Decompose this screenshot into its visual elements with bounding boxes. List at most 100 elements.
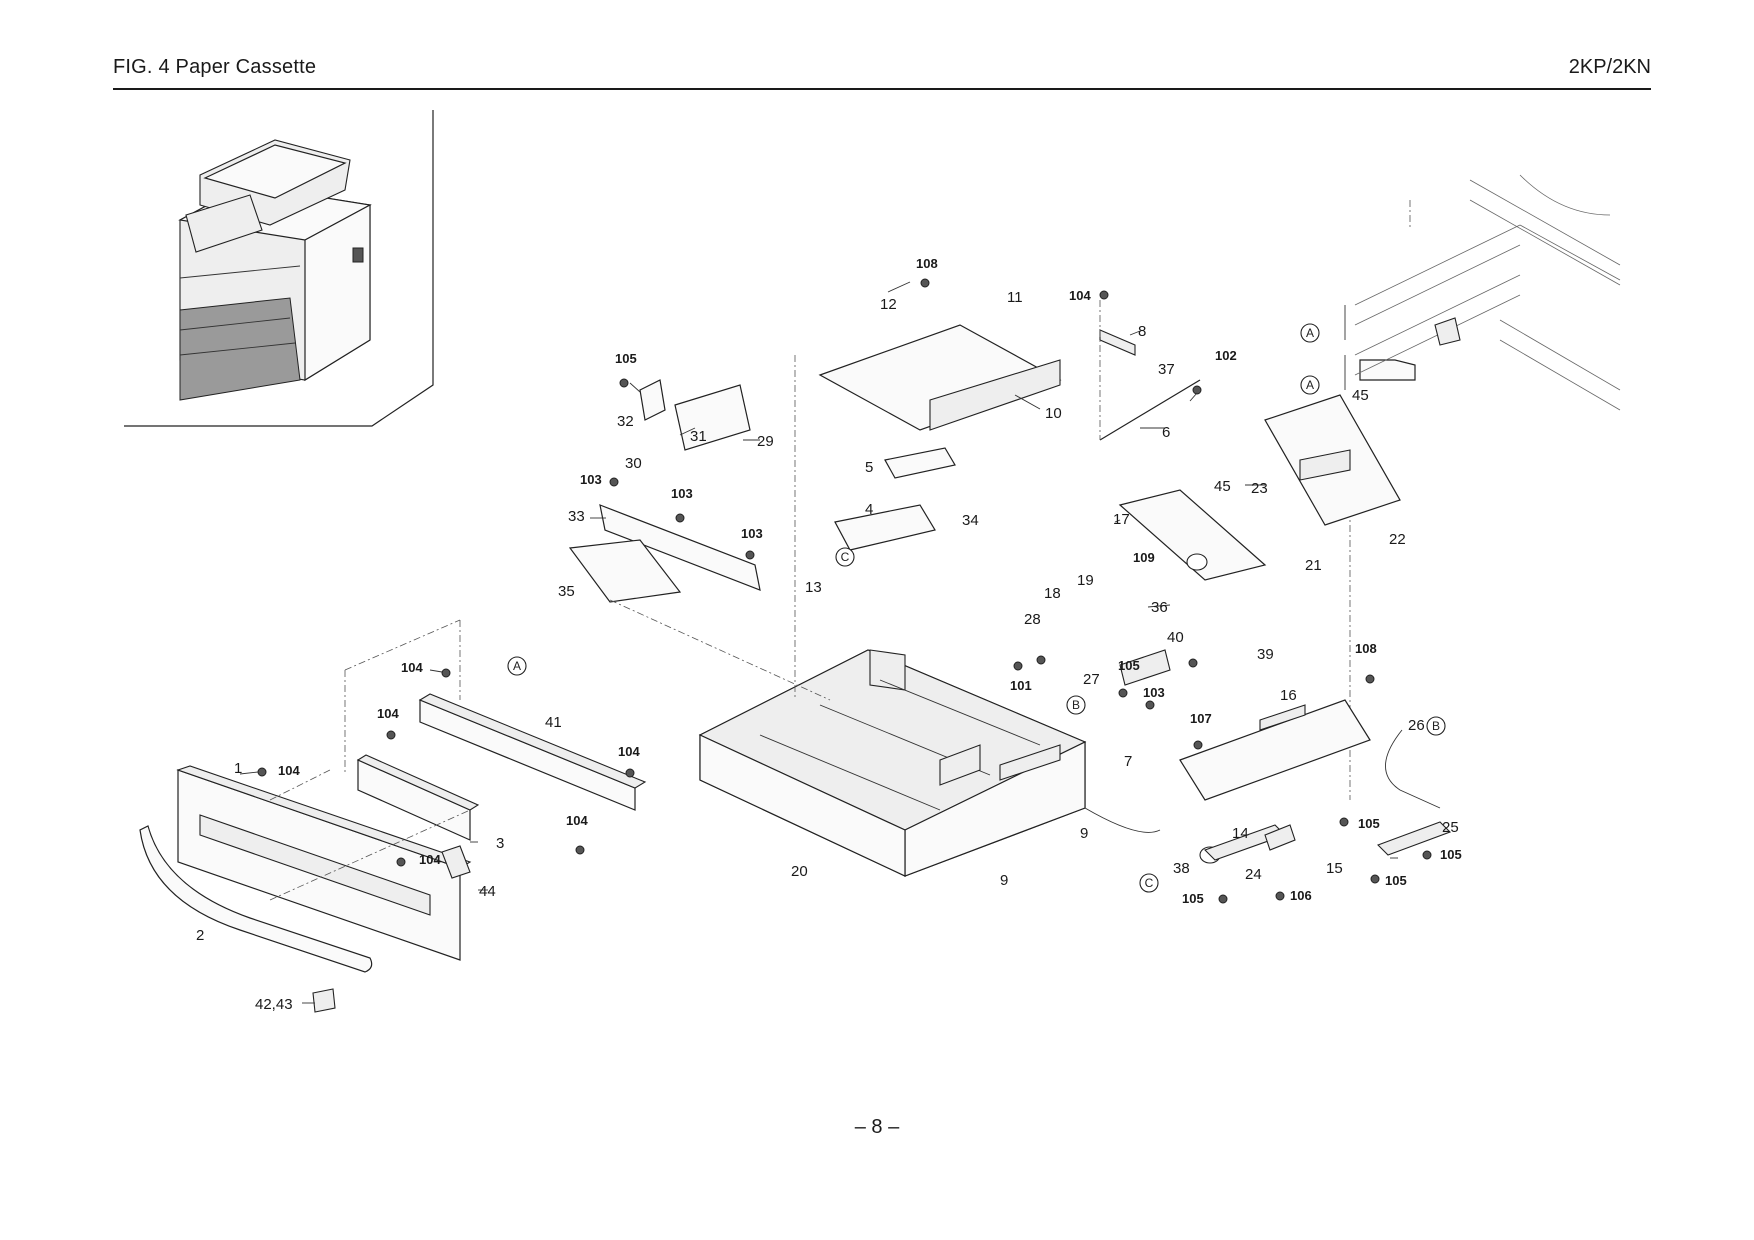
ref-mark-b-2: B xyxy=(1432,719,1440,733)
callout-104: 104 xyxy=(419,852,441,867)
callout-35: 35 xyxy=(558,583,575,600)
callout-104: 104 xyxy=(618,744,640,759)
callout-19: 19 xyxy=(1077,572,1094,589)
ref-mark-c-1: C xyxy=(841,550,850,564)
ref-mark-b-1: B xyxy=(1072,698,1080,712)
reference-marks: A A A B B C C xyxy=(507,323,1446,893)
callout-16: 16 xyxy=(1280,687,1297,704)
callout-36: 36 xyxy=(1151,599,1168,616)
ref-mark-a-2: A xyxy=(1306,326,1314,340)
callout-leaders xyxy=(239,281,1398,1004)
callout-107: 107 xyxy=(1190,711,1212,726)
screws-and-hardware xyxy=(257,278,1432,904)
model-code: 2KP/2KN xyxy=(1568,56,1651,78)
callout-104: 104 xyxy=(377,706,399,721)
copier-inset-illustration xyxy=(124,110,434,427)
ref-circle-b xyxy=(1426,716,1446,736)
callout-17: 17 xyxy=(1113,511,1130,528)
ref-circle-a xyxy=(1300,323,1320,343)
figure-title: FIG. 4 Paper Cassette xyxy=(113,56,317,78)
callout-41: 41 xyxy=(545,714,562,731)
callout-25: 25 xyxy=(1442,819,1459,836)
callout-109: 109 xyxy=(1133,550,1155,565)
ref-mark-c-2: C xyxy=(1145,876,1154,890)
callout-105: 105 xyxy=(1385,873,1407,888)
callout-23: 23 xyxy=(1251,480,1268,497)
front-panel-parts xyxy=(139,619,647,1013)
callout-13: 13 xyxy=(805,579,822,596)
lift-assembly xyxy=(1084,359,1451,864)
callout-9: 9 xyxy=(1000,872,1008,889)
ref-circle-c xyxy=(1139,873,1159,893)
callout-106: 106 xyxy=(1290,888,1312,903)
callout-103: 103 xyxy=(741,526,763,541)
callout-104: 104 xyxy=(1069,288,1091,303)
callout-103: 103 xyxy=(580,472,602,487)
callout-26: 26 xyxy=(1408,717,1425,734)
callout-44: 44 xyxy=(479,883,496,900)
machine-frame xyxy=(1344,174,1621,411)
callout-3: 3 xyxy=(496,835,504,852)
callout-42-43: 42,43 xyxy=(255,996,293,1013)
callout-20: 20 xyxy=(791,863,808,880)
callout-105: 105 xyxy=(1182,891,1204,906)
ref-circle-a xyxy=(507,656,527,676)
callout-38: 38 xyxy=(1173,860,1190,877)
callout-29: 29 xyxy=(757,433,774,450)
callout-15: 15 xyxy=(1326,860,1343,877)
callout-1: 1 xyxy=(234,760,242,777)
callout-10: 10 xyxy=(1045,405,1062,422)
callout-103: 103 xyxy=(1143,685,1165,700)
callout-12: 12 xyxy=(880,296,897,313)
callout-105: 105 xyxy=(1440,847,1462,862)
cassette-body xyxy=(698,649,1087,877)
callout-27: 27 xyxy=(1083,671,1100,688)
callout-31: 31 xyxy=(690,428,707,445)
callout-108: 108 xyxy=(916,256,938,271)
callout-5: 5 xyxy=(865,459,873,476)
callout-9: 9 xyxy=(1080,825,1088,842)
callout-39: 39 xyxy=(1257,646,1274,663)
callout-4: 4 xyxy=(865,501,873,518)
callout-8: 8 xyxy=(1138,323,1146,340)
callout-45: 45 xyxy=(1352,387,1369,404)
callout-104: 104 xyxy=(401,660,423,675)
page-number: – 8 – xyxy=(854,1116,900,1138)
callout-2: 2 xyxy=(196,927,204,944)
header-rule xyxy=(113,88,1651,90)
guide-plates xyxy=(568,300,1351,800)
callout-32: 32 xyxy=(617,413,634,430)
callout-22: 22 xyxy=(1389,531,1406,548)
ref-mark-a-1: A xyxy=(513,659,521,673)
callout-28: 28 xyxy=(1024,611,1041,628)
callout-104: 104 xyxy=(278,763,300,778)
callout-labels: 1 104 2 42,43 104 3 44 104 104 41 104 10… xyxy=(196,256,1462,1013)
callout-30: 30 xyxy=(625,455,642,472)
callout-18: 18 xyxy=(1044,585,1061,602)
callout-101: 101 xyxy=(1010,678,1032,693)
ref-circle-a xyxy=(1300,375,1320,395)
callout-45: 45 xyxy=(1214,478,1231,495)
callout-105: 105 xyxy=(1118,658,1140,673)
callout-24: 24 xyxy=(1245,866,1262,883)
callout-33: 33 xyxy=(568,508,585,525)
page-header: FIG. 4 Paper Cassette 2KP/2KN xyxy=(113,56,1651,90)
callout-6: 6 xyxy=(1162,424,1170,441)
ref-circle-c xyxy=(835,547,855,567)
callout-14: 14 xyxy=(1232,825,1249,842)
ref-circle-b xyxy=(1066,695,1086,715)
callout-104: 104 xyxy=(566,813,588,828)
callout-7: 7 xyxy=(1124,753,1132,770)
callout-108: 108 xyxy=(1355,641,1377,656)
callout-105: 105 xyxy=(1358,816,1380,831)
callout-105: 105 xyxy=(615,351,637,366)
callout-40: 40 xyxy=(1167,629,1184,646)
callout-34: 34 xyxy=(962,512,979,529)
callout-21: 21 xyxy=(1305,557,1322,574)
callout-103: 103 xyxy=(671,486,693,501)
callout-11: 11 xyxy=(1007,289,1023,306)
callout-37: 37 xyxy=(1158,361,1175,378)
ref-mark-a-3: A xyxy=(1306,378,1314,392)
callout-102: 102 xyxy=(1215,348,1237,363)
